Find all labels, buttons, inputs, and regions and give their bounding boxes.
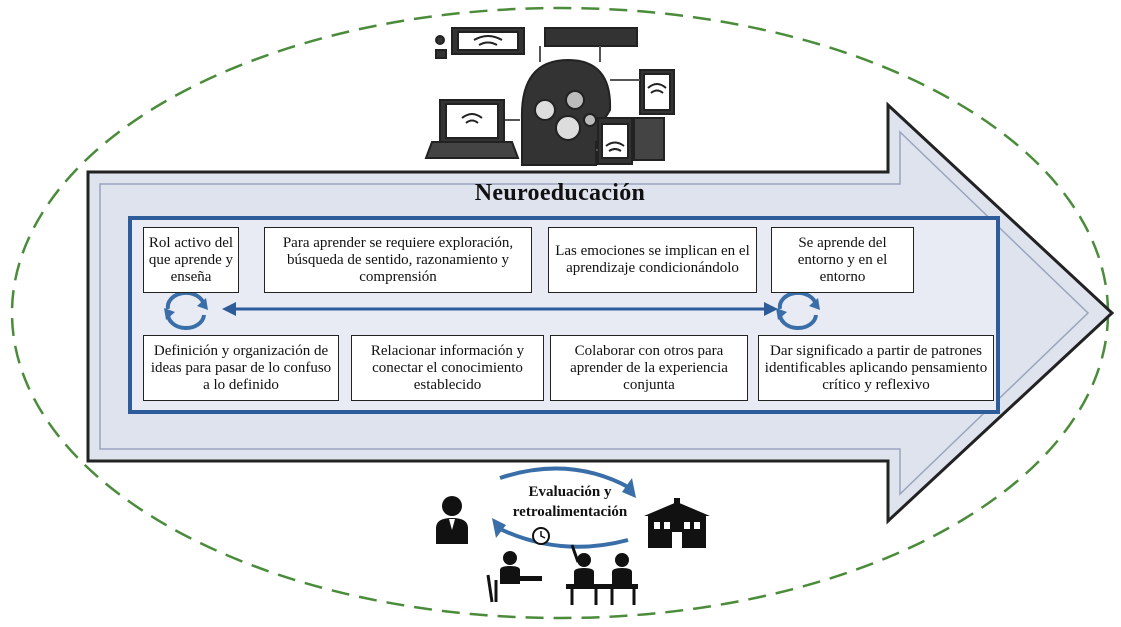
box-organizacion-ideas: Definición y organización de ideas para … [143, 335, 339, 401]
technology-brain-devices-icon [424, 27, 675, 166]
cycle-icon-left [164, 290, 208, 331]
evaluation-cycle-icon [492, 466, 636, 549]
double-arrow [222, 302, 778, 316]
clock-icon [532, 527, 550, 545]
box-dar-significado: Dar significado a partir de patrones ide… [758, 335, 994, 401]
school-building-icon [644, 498, 710, 548]
students-icon [486, 544, 638, 605]
cycle-icon-right [776, 290, 820, 331]
evaluation-label: Evaluación y retroalimentación [500, 482, 640, 522]
evaluation-line-2: retroalimentación [512, 504, 628, 520]
diagram-title: Neuroeducación [474, 180, 646, 206]
person-icon [436, 496, 468, 544]
box-entorno: Se aprende del entorno y en el entorno [771, 227, 914, 293]
box-rol-activo: Rol activo del que aprende y enseña [143, 227, 239, 293]
box-exploracion: Para aprender se requiere exploración, b… [264, 227, 532, 293]
box-emociones: Las emociones se implican en el aprendiz… [548, 227, 757, 293]
evaluation-line-1: Evaluación y [528, 484, 612, 500]
box-relacionar-informacion: Relacionar información y conectar el con… [351, 335, 544, 401]
box-colaborar: Colaborar con otros para aprender de la … [550, 335, 748, 401]
